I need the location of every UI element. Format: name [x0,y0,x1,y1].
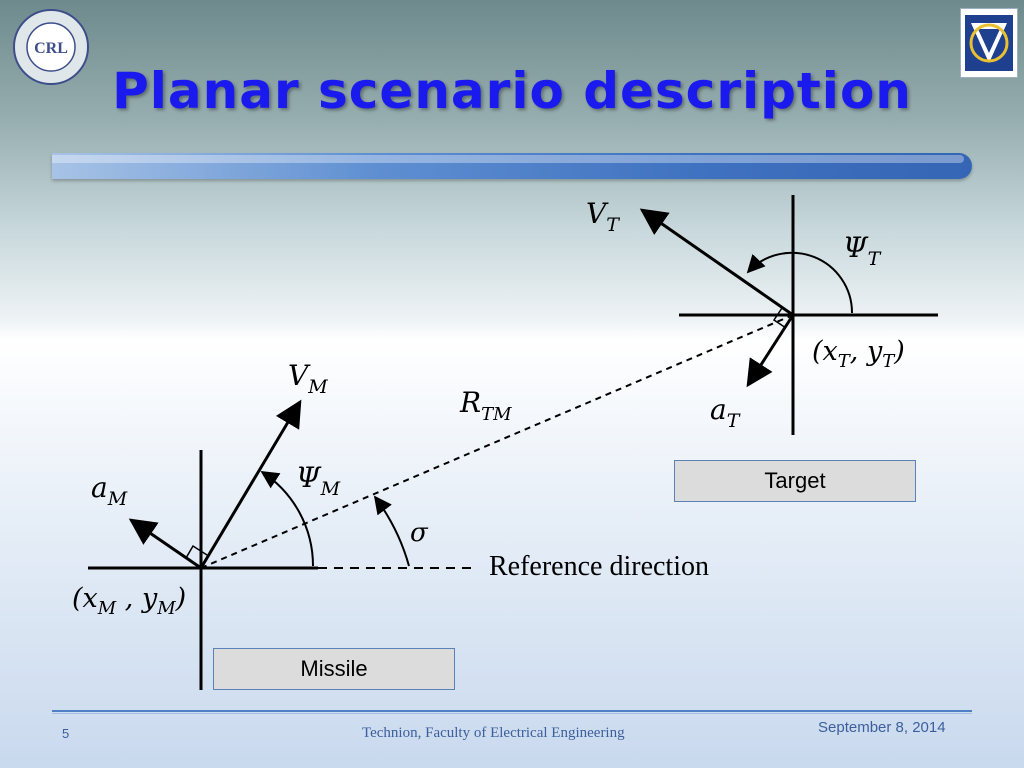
footer-date: September 8, 2014 [818,719,946,736]
label-psi-t: ΨT [843,231,882,270]
missile-velocity-vector [199,399,302,569]
missile-right-angle [185,544,208,559]
footer-institution: Technion, Faculty of Electrical Engineer… [362,725,625,741]
label-target-position: (xT, yT) [812,336,905,372]
technion-logo [960,8,1018,78]
target-heading-arc [746,251,854,314]
label-a-m: aM [91,471,128,510]
slide-title: Planar scenario description [112,62,912,120]
crl-logo-text: CRL [34,40,68,57]
missile-label-box: Missile [213,648,455,690]
los-angle-arc [373,495,410,567]
target-acceleration-vector [746,314,795,388]
target-velocity-vector [639,208,794,317]
missile-heading-arc [260,471,315,567]
label-r-tm: RTM [459,386,512,425]
target-right-angle [772,307,787,329]
label-psi-m: ΨM [296,461,341,500]
crl-logo: CRL [13,9,89,85]
label-a-t: aT [710,393,741,432]
page-number: 5 [62,726,70,741]
title-underline-bar [52,153,972,179]
label-sigma: σ [410,518,429,548]
label-v-t: VT [586,197,620,236]
label-missile-position: (xM , yM) [72,583,186,619]
footer-divider [52,710,972,712]
missile-acceleration-vector [128,518,202,570]
label-reference-direction: Reference direction [489,551,709,582]
label-v-m: VM [288,359,328,398]
footer-divider-highlight [52,713,972,714]
line-of-sight [200,314,794,569]
target-label-box: Target [674,460,916,502]
